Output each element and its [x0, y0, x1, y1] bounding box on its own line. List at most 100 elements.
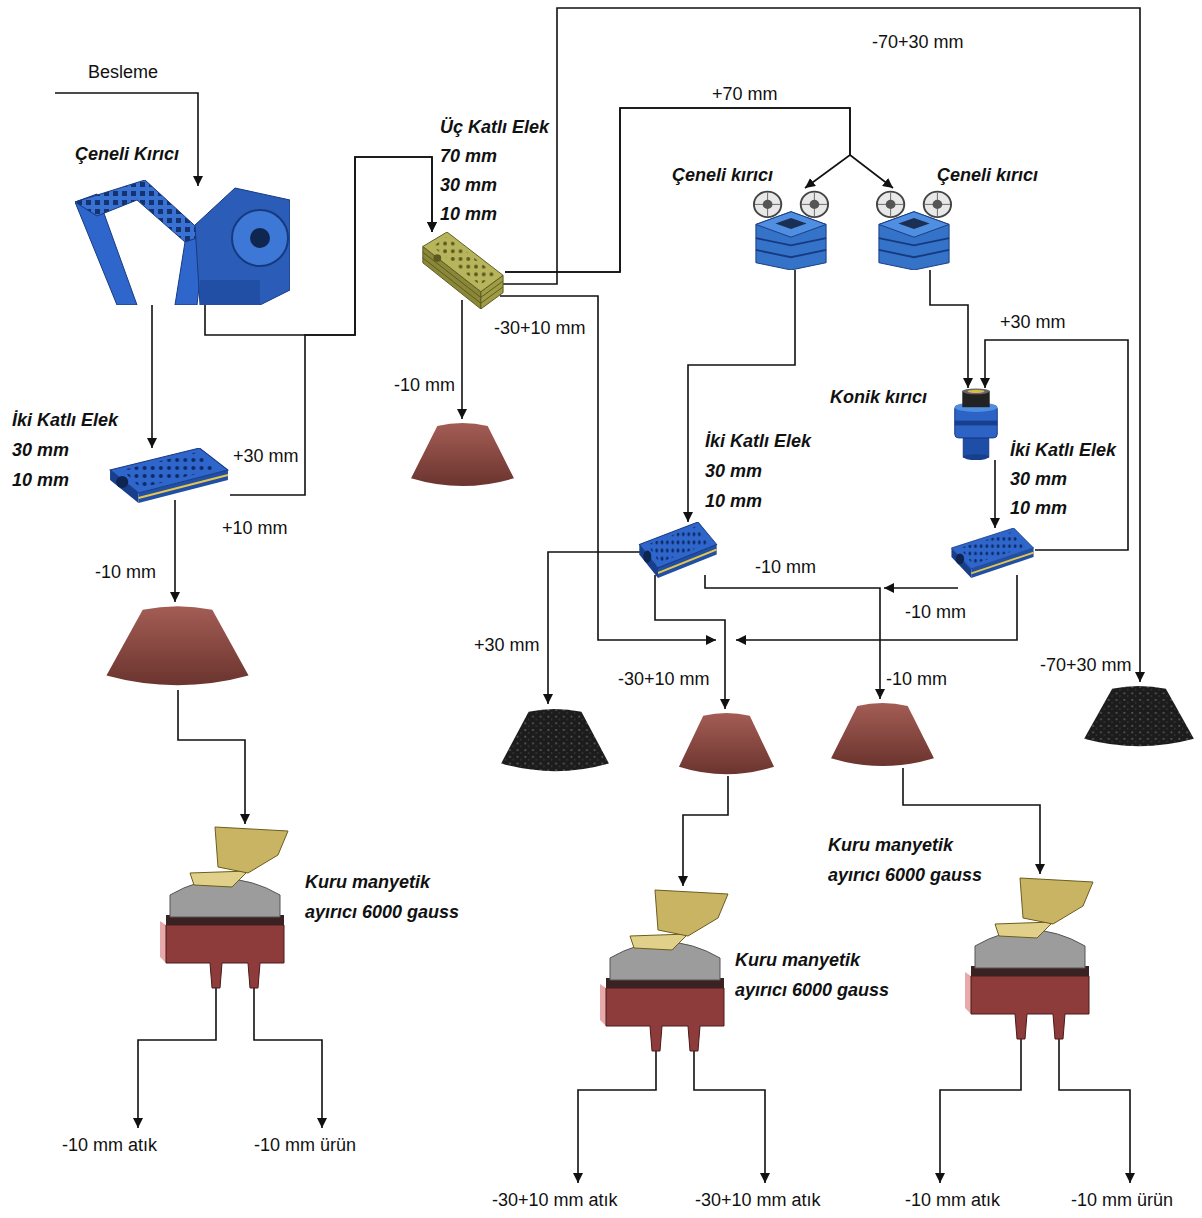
equipment-name: Kuru manyetik ayırıcı 6000 gauss — [735, 945, 905, 1005]
edge-label: +70 mm — [712, 84, 778, 105]
stream-label: -30+10 mm atık — [492, 1190, 618, 1211]
stream-label: -10 mm ürün — [254, 1135, 356, 1156]
equipment-node: İki Katlı Elek30 mm10 mm — [950, 528, 1035, 578]
label-holder: +30 mm — [233, 446, 299, 467]
equipment-node: Kuru manyetik ayırıcı 6000 gauss — [965, 876, 1095, 1041]
flow-line — [254, 988, 322, 1128]
equipment-node: İki Katlı Elek30 mm10 mm — [638, 522, 718, 578]
stream-label: -10 mm ürün — [1071, 1190, 1173, 1211]
screen-icon — [110, 448, 228, 503]
equipment-node: İki Katlı Elek30 mm10 mm — [108, 448, 230, 503]
equipment-caption: Kuru manyetik ayırıcı 6000 gauss — [828, 830, 998, 890]
label-holder: -10 mm — [886, 669, 947, 690]
stream-label: -10 mm atık — [62, 1135, 157, 1156]
jaw-crusher-icon — [877, 192, 951, 270]
label-holder: -10 mm — [905, 602, 966, 623]
flow-connector — [994, 460, 996, 528]
label-holder: -10 mm atık — [905, 1190, 1000, 1211]
flow-line — [500, 296, 716, 640]
stream-label: -10 mm — [886, 669, 947, 690]
equipment-caption: Çeneli kırıcı — [672, 164, 773, 186]
flow-line — [884, 587, 958, 589]
equipment-name: Konik kırıcı — [830, 386, 927, 408]
stream-label: -30+10 mm — [494, 318, 586, 339]
equipment-name: 10 mm — [1010, 494, 1116, 523]
equipment-name: 30 mm — [440, 171, 549, 200]
jaw-crusher-icon — [75, 180, 290, 305]
equipment-caption: İki Katlı Elek30 mm10 mm — [1010, 436, 1116, 523]
label-holder: -10 mm atık — [62, 1135, 157, 1156]
stream-label: +30 mm — [233, 446, 299, 467]
equipment-name: 10 mm — [12, 465, 118, 495]
flow-connector — [505, 108, 893, 272]
label-holder: -30+10 mm atık — [492, 1190, 618, 1211]
equipment-caption: İki Katlı Elek30 mm10 mm — [12, 405, 118, 495]
stream-label: -70+30 mm — [1040, 655, 1132, 676]
label-holder: Besleme — [88, 62, 158, 83]
equipment-node: Çeneli Kırıcı — [75, 180, 290, 305]
flow-line — [178, 690, 245, 824]
label-holder: -30+10 mm atık — [695, 1190, 821, 1211]
label-holder: +30 mm — [1000, 312, 1066, 333]
label-holder: -10 mm ürün — [254, 1135, 356, 1156]
flow-connector — [985, 340, 1128, 550]
flow-connector — [205, 157, 432, 335]
stockpile — [831, 703, 934, 766]
flow-line — [683, 776, 728, 886]
label-holder: -70+30 mm — [872, 32, 964, 53]
flow-line — [736, 575, 1017, 640]
flow-connector — [230, 157, 432, 495]
label-holder: +30 mm — [474, 635, 540, 656]
equipment-node: Çeneli kırıcı — [752, 188, 830, 270]
label-holder: -10 mm — [755, 557, 816, 578]
flow-line — [461, 300, 463, 419]
equipment-caption: Çeneli Kırıcı — [75, 143, 179, 165]
stream-label: -10 mm — [755, 557, 816, 578]
equipment-name: Çeneli kırıcı — [937, 164, 1038, 186]
feed-line — [55, 93, 198, 186]
stream-label: Besleme — [88, 62, 158, 83]
equipment-name: 70 mm — [440, 142, 549, 171]
label-holder: +70 mm — [712, 84, 778, 105]
edge-label: +10 mm — [222, 518, 288, 539]
stockpile — [106, 606, 248, 685]
equipment-node: Kuru manyetik ayırıcı 6000 gauss — [160, 825, 290, 990]
flow-connector — [688, 270, 795, 522]
flow-connector — [151, 305, 153, 448]
flow-line — [903, 768, 1040, 874]
equipment-name: Kuru manyetik ayırıcı 6000 gauss — [305, 867, 475, 927]
flow-line — [138, 988, 216, 1128]
stream-label: -30+10 mm atık — [695, 1190, 821, 1211]
equipment-name: Çeneli kırıcı — [672, 164, 773, 186]
equipment-name: 30 mm — [1010, 465, 1116, 494]
equipment-name: İki Katlı Elek — [1010, 436, 1116, 465]
label-holder: -10 mm — [394, 375, 455, 396]
equipment-name: Üç Katlı Elek — [440, 113, 549, 142]
edge-label: +30 mm — [1000, 312, 1066, 333]
screen-icon — [951, 528, 1033, 578]
equipment-name: Çeneli Kırıcı — [75, 143, 179, 165]
equipment-caption: Çeneli kırıcı — [937, 164, 1038, 186]
stream-label: -10 mm — [95, 562, 156, 583]
label-holder: -30+10 mm — [618, 669, 710, 690]
flow-line — [174, 500, 176, 602]
flow-line — [694, 1050, 765, 1183]
label-holder: -30+10 mm — [494, 318, 586, 339]
flow-connector — [505, 108, 850, 272]
stockpile — [411, 423, 514, 486]
stream-label: -10 mm — [905, 602, 966, 623]
label-holder: -10 mm — [95, 562, 156, 583]
flow-line — [500, 8, 1140, 682]
cone-crusher-icon — [955, 388, 998, 460]
stockpile — [679, 713, 774, 774]
equipment-name: İki Katlı Elek — [12, 405, 118, 435]
equipment-node: Konik kırıcı — [950, 388, 1002, 460]
equipment-name: İki Katlı Elek — [705, 426, 811, 456]
stream-label: +30 mm — [474, 635, 540, 656]
equipment-caption: Kuru manyetik ayırıcı 6000 gauss — [735, 945, 905, 1005]
stockpile — [501, 709, 609, 771]
flow-line — [578, 1050, 656, 1183]
equipment-node: Çeneli kırıcı — [875, 188, 953, 270]
equipment-caption: Konik kırıcı — [830, 386, 927, 408]
